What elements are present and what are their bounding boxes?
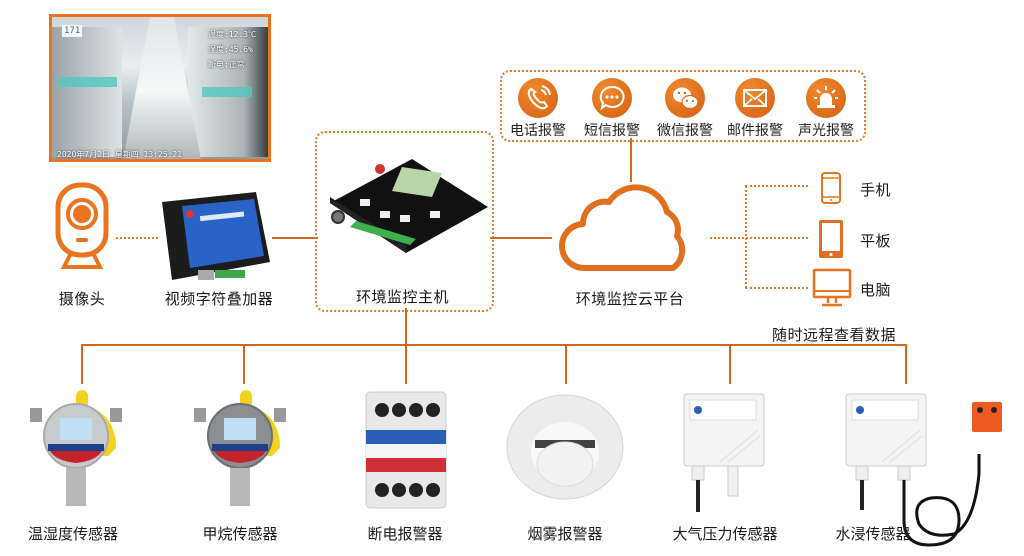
connector-line [405,344,407,384]
alarm-label: 声光报警 [798,123,854,139]
sensor-label: 烟雾报警器 [527,525,603,543]
pressure-sensor-device [680,390,780,515]
host-label: 环境监控主机 [355,288,449,306]
connector-line [81,344,83,384]
room-tag: 171 [62,25,83,37]
client-label: 手机 [860,181,892,199]
alarm-label: 电话报警 [510,123,566,139]
water-leak-sensor-device [842,388,1017,548]
connector-dotted [745,287,808,289]
shelf-stripe [57,77,117,87]
sensor-label: 水浸传感器 [835,525,911,543]
client-label: 电脑 [860,281,892,299]
sensor-label: 断电报警器 [367,525,443,543]
mobile-phone-icon [820,172,842,204]
shelf-stripe [202,87,252,97]
connector-dotted [745,185,808,187]
wechat-icon [665,78,705,118]
remote-note: 随时远程查看数据 [772,326,897,344]
connector-line [630,138,632,182]
sensor-bus-line [81,344,907,346]
connector-line [272,237,318,239]
shelf-left [52,27,122,157]
cloud-icon [555,180,705,280]
connector-line [490,237,552,239]
phone-icon [518,78,558,118]
connector-line [243,344,245,384]
connector-line [405,308,407,346]
methane-sensor [192,388,288,508]
connector-line [905,344,907,384]
power-off-alarm-device [364,390,448,510]
connector-line [729,344,731,384]
camera-label: 摄像头 [58,290,106,308]
alarm-label: 邮件报警 [727,123,783,139]
sms-icon [592,78,632,118]
client-label: 平板 [860,232,892,250]
email-icon [735,78,775,118]
alarm-methods-box [500,70,866,142]
sensor-label: 温湿度传感器 [27,525,118,543]
camera-feed-screenshot: 171 温度:12.3℃ 湿度:45.6% 断电:正常 2020年7月2日 星期… [49,14,271,162]
sensor-label: 大气压力传感器 [672,525,778,543]
video-overlay-device [160,190,272,282]
connector-dotted [710,237,808,239]
siren-icon [806,78,846,118]
connector-line [565,344,567,384]
humidity-overlay: 湿度:45.6% [208,45,253,54]
sensor-label: 甲烷传感器 [202,525,278,543]
monitoring-host-device [320,145,490,255]
tablet-icon [818,219,844,259]
power-overlay: 断电:正常 [208,60,245,69]
overlay-label: 视频字符叠加器 [164,290,274,308]
computer-icon [812,268,852,308]
connector-dotted [745,186,747,288]
datetime-overlay: 2020年7月2日 星期四 13:25:21 [57,150,183,159]
connector-dotted [116,237,158,239]
temperature-overlay: 温度:12.3℃ [208,30,257,39]
camera-icon [52,182,112,274]
cloud-label: 环境监控云平台 [575,290,685,308]
alarm-label: 微信报警 [657,123,713,139]
alarm-label: 短信报警 [584,123,640,139]
smoke-alarm-device [505,392,625,502]
host-box [315,131,494,312]
temp-humidity-sensor [28,388,124,508]
